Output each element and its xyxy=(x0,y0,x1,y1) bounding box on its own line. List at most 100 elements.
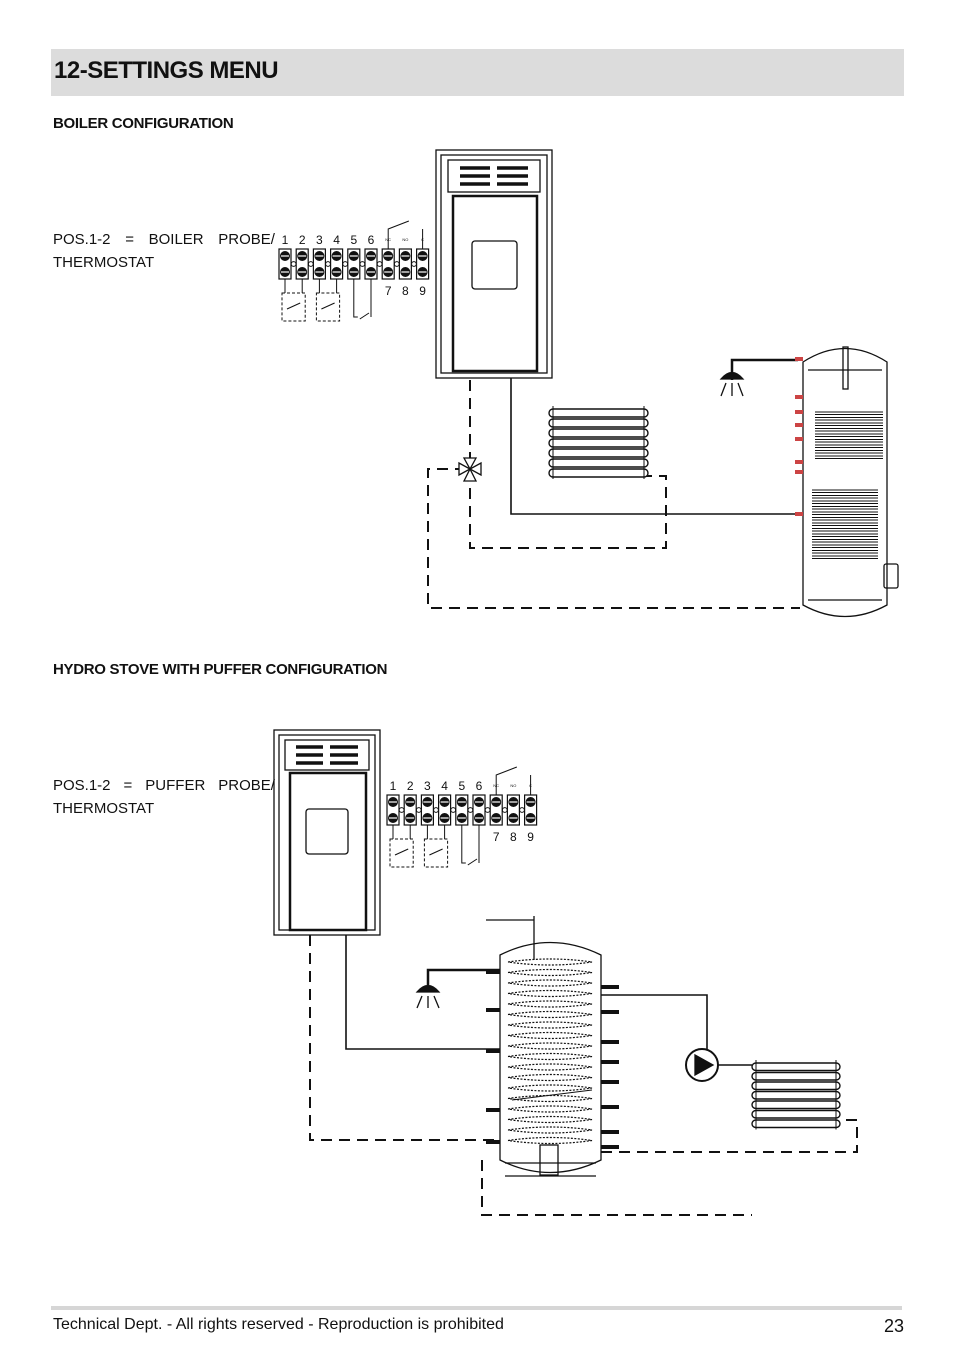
terminal-label: 2 xyxy=(299,233,306,247)
pipe-connection xyxy=(601,1040,619,1044)
radiator-fin xyxy=(751,1071,841,1081)
shower-head-icon xyxy=(415,984,441,1009)
coil-turn xyxy=(507,1084,593,1092)
terminal-label: 6 xyxy=(476,779,483,793)
terminal-label: 3 xyxy=(316,233,323,247)
terminal-link xyxy=(393,261,400,267)
coil-turn xyxy=(507,968,593,977)
page-title: 12-SETTINGS MENU xyxy=(54,57,279,84)
pipe-flow xyxy=(345,935,708,1052)
terminal-link xyxy=(398,807,405,813)
stove-unit xyxy=(435,149,553,379)
puffer-tank xyxy=(486,916,619,1177)
contact-symbol xyxy=(353,279,358,318)
radiator-fin xyxy=(751,1090,841,1100)
radiator xyxy=(548,406,649,479)
radiator xyxy=(751,1060,841,1130)
radiator-fin xyxy=(751,1109,841,1119)
radiator-fin xyxy=(751,1081,841,1091)
contact-symbol xyxy=(461,825,466,864)
coil-turn xyxy=(507,1010,593,1019)
terminal-label: 8 xyxy=(402,284,409,298)
pos-device: BOILER xyxy=(148,231,204,248)
puffer-pos-note: POS.1-2 = PUFFER PROBE/ THERMOSTAT xyxy=(53,774,275,820)
pipe-connection xyxy=(601,1130,619,1134)
relay-switch xyxy=(387,220,410,249)
coil-turn xyxy=(507,1021,593,1029)
pipe-connection xyxy=(601,1010,619,1014)
stove-unit xyxy=(273,729,381,936)
coil-turn xyxy=(507,1052,593,1061)
relay-label: NO xyxy=(510,783,516,788)
pipe-return xyxy=(427,380,800,609)
radiator-fin xyxy=(548,458,649,468)
pipe-connection xyxy=(601,1060,619,1064)
terminal-link xyxy=(342,261,349,267)
pipe-connection xyxy=(486,1049,500,1053)
terminal-label: 7 xyxy=(385,284,392,298)
terminal-link xyxy=(325,261,331,267)
pos-thermostat: THERMOSTAT xyxy=(53,800,155,817)
terminal-link xyxy=(433,807,439,813)
coil-turn xyxy=(507,1126,593,1134)
terminal-link xyxy=(376,261,383,267)
terminal-label: 9 xyxy=(419,284,426,298)
coil-turn xyxy=(507,1105,593,1113)
terminal-label: 2 xyxy=(407,779,414,793)
terminal-label: 5 xyxy=(458,779,465,793)
pos-code: POS.1-2 xyxy=(53,231,111,248)
puffer-config-heading: HYDRO STOVE WITH PUFFER CONFIGURATION xyxy=(53,661,388,678)
coil-turn xyxy=(507,1094,593,1103)
terminal-label: 4 xyxy=(441,779,448,793)
pipe-connection xyxy=(601,985,619,989)
pos-probe: PROBE/ xyxy=(218,231,275,248)
coil-turn xyxy=(507,979,593,987)
terminal-label: 9 xyxy=(527,830,534,844)
radiator-fin xyxy=(548,468,649,478)
coil-turn xyxy=(507,1031,593,1040)
pipe-connection xyxy=(486,1108,500,1112)
terminal-link xyxy=(359,261,366,267)
three-way-valve xyxy=(458,457,482,482)
circulation-pump-icon xyxy=(685,1048,752,1082)
boiler-config-heading: BOILER CONFIGURATION xyxy=(53,115,234,132)
terminal-link xyxy=(415,807,422,813)
terminal-link xyxy=(411,261,417,267)
radiator-fin xyxy=(751,1100,841,1110)
coil-turn xyxy=(507,1042,593,1050)
terminal-link xyxy=(307,261,314,267)
coil-turn xyxy=(507,1115,593,1124)
section-header-bar: 12-SETTINGS MENU xyxy=(51,49,904,96)
coil-turn xyxy=(507,1073,593,1082)
terminal-label: 8 xyxy=(510,830,517,844)
terminal-link xyxy=(450,807,457,813)
relay-switch xyxy=(495,766,518,795)
terminal-label: 7 xyxy=(493,830,500,844)
probe-symbol xyxy=(389,838,414,868)
terminal-link xyxy=(290,261,297,267)
terminal-label: 5 xyxy=(350,233,357,247)
terminal-link xyxy=(484,807,491,813)
coil-turn xyxy=(507,1000,593,1008)
pipe-connection xyxy=(486,1008,500,1012)
pipe-return xyxy=(309,935,858,1216)
shower-head-icon xyxy=(719,371,745,397)
pos-probe: PROBE/ xyxy=(218,777,275,794)
probe-symbol xyxy=(281,292,306,322)
coil-turn xyxy=(507,1063,593,1071)
terminal-label: 4 xyxy=(333,233,340,247)
pipe-connection xyxy=(601,1080,619,1084)
pos-equals: = xyxy=(123,777,133,794)
terminal-label: 6 xyxy=(368,233,375,247)
radiator-fin xyxy=(751,1119,841,1129)
pos-code: POS.1-2 xyxy=(53,777,111,794)
probe-symbol xyxy=(315,292,341,322)
radiator-fin xyxy=(548,418,649,428)
probe-symbol xyxy=(423,838,449,868)
dhw-boiler-tank xyxy=(795,346,899,618)
radiator-fin xyxy=(548,448,649,458)
terminal-link xyxy=(501,807,508,813)
terminal-label: 1 xyxy=(390,779,397,793)
